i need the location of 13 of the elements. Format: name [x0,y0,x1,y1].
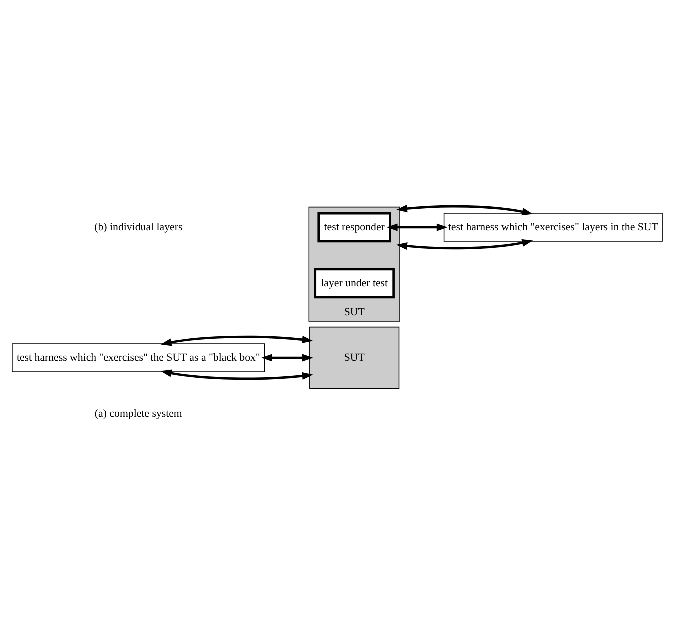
label: (a) complete system [94,408,182,420]
node-box: test harness which "exercises" layers in the SUT [444,213,663,242]
arrow [262,354,314,362]
label: (b) individual layers [94,221,183,234]
arrow [160,370,314,380]
arrow [396,204,534,216]
node-box: test harness which "exercises" the SUT as a "black box" [12,344,266,372]
arrow [160,336,314,346]
arrow [396,239,534,250]
node-box: test responder [318,212,392,243]
node-box: layer under test [314,268,395,299]
arrow [386,224,448,232]
node-box: SUT [310,326,400,390]
